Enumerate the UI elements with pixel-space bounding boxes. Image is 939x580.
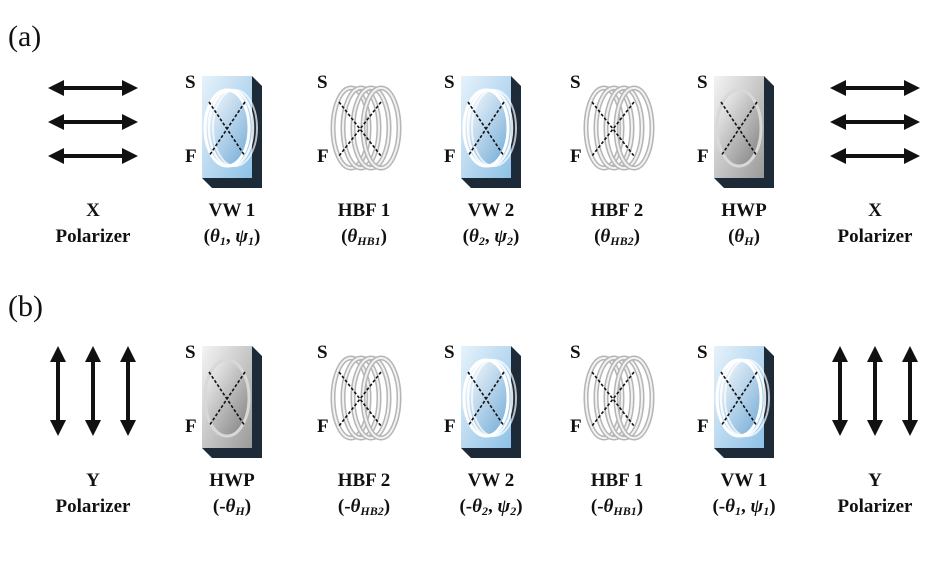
fast-axis-label: F (697, 146, 709, 167)
component-name: VW 1 (720, 470, 768, 491)
panel_a-component-3: S F HBF 1 (θHB1) (299, 70, 429, 310)
fast-axis-label: F (570, 146, 582, 167)
panel_b-component-7: Y Polarizer (810, 340, 939, 580)
fast-axis-label: F (317, 416, 329, 437)
panel_a-component-6: S F HWP (θH) (679, 70, 809, 310)
component-name: HBF 1 (337, 200, 391, 221)
panel_b-component-3: S F HBF 2 (-θHB2) (299, 340, 429, 580)
component-name: VW 2 (467, 470, 515, 491)
fast-axis-label: F (697, 416, 709, 437)
component-parameter: (-θHB1) (590, 496, 644, 518)
component-caption: HWP (θH) (679, 198, 809, 254)
panel_b-component-2: S F HWP (-θH) (167, 340, 297, 580)
panel_a-component-5: S F HBF 2 (θHB2) (552, 70, 682, 310)
slow-axis-label: S (570, 72, 581, 93)
component-parameter: (θ1, ψ1) (203, 226, 261, 248)
slow-axis-label: S (317, 342, 328, 363)
component-caption: HBF 2 (θHB2) (552, 198, 682, 254)
fast-axis-label: F (185, 146, 197, 167)
component-caption: VW 2 (θ2, ψ2) (426, 198, 556, 254)
component-parameter: Polarizer (55, 226, 131, 247)
panel-b-label: (b) (8, 290, 43, 323)
slow-axis-label: S (444, 72, 455, 93)
component-caption: VW 1 (θ1, ψ1) (167, 198, 297, 254)
component-parameter: (θ2, ψ2) (462, 226, 520, 248)
component-parameter: Polarizer (55, 496, 131, 517)
component-parameter: (-θ2, ψ2) (459, 496, 523, 518)
component-caption: Y Polarizer (28, 468, 158, 520)
component-name: Y (86, 470, 100, 491)
component-name: HBF 2 (590, 200, 644, 221)
component-name: X (868, 200, 882, 221)
component-name: VW 1 (208, 200, 256, 221)
component-parameter: (-θ1, ψ1) (712, 496, 776, 518)
panel-b-row: Y Polarizer S F HWP (-θH) S F HBF 2 (-θHB2) (0, 340, 939, 580)
component-caption: HBF 1 (-θHB1) (552, 468, 682, 524)
panel_a-component-2: S F VW 1 (θ1, ψ1) (167, 70, 297, 310)
panel-a-label: (a) (8, 20, 42, 53)
component-caption: X Polarizer (810, 198, 939, 250)
component-parameter: (-θH) (212, 496, 252, 518)
fast-axis-label: F (570, 416, 582, 437)
fast-axis-label: F (317, 146, 329, 167)
component-caption: HBF 2 (-θHB2) (299, 468, 429, 524)
slow-axis-label: S (444, 342, 455, 363)
fast-axis-label: F (444, 146, 456, 167)
component-name: HWP (721, 200, 767, 221)
panel_b-component-1: Y Polarizer (28, 340, 158, 580)
panel_a-component-7: X Polarizer (810, 70, 939, 310)
component-caption: Y Polarizer (810, 468, 939, 520)
panel_b-component-4: S F VW 2 (-θ2, ψ2) (426, 340, 556, 580)
component-caption: VW 2 (-θ2, ψ2) (426, 468, 556, 524)
slow-axis-label: S (697, 342, 708, 363)
component-name: VW 2 (467, 200, 515, 221)
panel-a-row: X Polarizer S F VW 1 (θ1, ψ1) S F HBF 1 (θHB1) (0, 70, 939, 310)
fast-axis-label: F (185, 416, 197, 437)
component-parameter: (θH) (728, 226, 760, 248)
component-name: HBF 2 (337, 470, 391, 491)
component-name: X (86, 200, 100, 221)
panel_b-component-5: S F HBF 1 (-θHB1) (552, 340, 682, 580)
component-name: HWP (209, 470, 255, 491)
component-parameter: (θHB1) (341, 226, 387, 248)
component-parameter: Polarizer (837, 226, 913, 247)
panel_a-component-4: S F VW 2 (θ2, ψ2) (426, 70, 556, 310)
fast-axis-label: F (444, 416, 456, 437)
component-parameter: (θHB2) (594, 226, 640, 248)
panel_b-component-6: S F VW 1 (-θ1, ψ1) (679, 340, 809, 580)
panel_a-component-1: X Polarizer (28, 70, 158, 310)
slow-axis-label: S (185, 72, 196, 93)
component-parameter: Polarizer (837, 496, 913, 517)
component-name: HBF 1 (590, 470, 644, 491)
component-caption: HBF 1 (θHB1) (299, 198, 429, 254)
slow-axis-label: S (317, 72, 328, 93)
slow-axis-label: S (697, 72, 708, 93)
slow-axis-label: S (185, 342, 196, 363)
component-caption: HWP (-θH) (167, 468, 297, 524)
component-caption: X Polarizer (28, 198, 158, 250)
component-parameter: (-θHB2) (337, 496, 391, 518)
component-name: Y (868, 470, 882, 491)
component-caption: VW 1 (-θ1, ψ1) (679, 468, 809, 524)
slow-axis-label: S (570, 342, 581, 363)
